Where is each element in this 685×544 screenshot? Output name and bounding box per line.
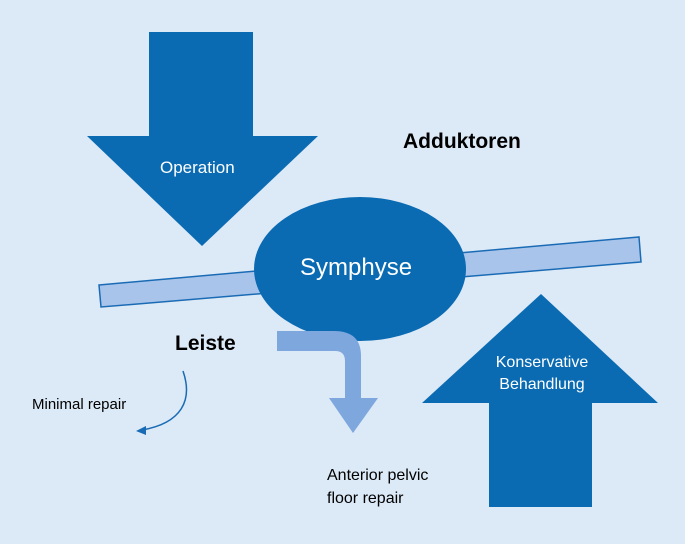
operation-label: Operation [160,158,235,177]
conservative-arrow [422,294,658,507]
minimal-repair-arrowhead [136,426,146,435]
anterior-repair-label: Anterior pelvic floor repair [327,464,428,510]
anterior-repair-line1: Anterior pelvic [327,467,429,484]
anterior-repair-arrow [277,331,378,433]
operation-arrow [87,32,318,246]
leiste-label: Leiste [175,332,236,355]
konservative-line2: Behandlung [499,376,585,393]
konservative-line1: Konservative [495,354,589,371]
minimal-repair-curve [141,370,188,431]
symphyse-label: Symphyse [300,254,413,281]
adduktoren-label: Adduktoren [403,130,521,153]
anterior-repair-line2: floor repair [327,490,404,507]
konservative-label: Konservative Behandlung [486,352,598,396]
minimal-repair-label: Minimal repair [32,396,127,413]
symphyse-ellipse [254,197,466,341]
